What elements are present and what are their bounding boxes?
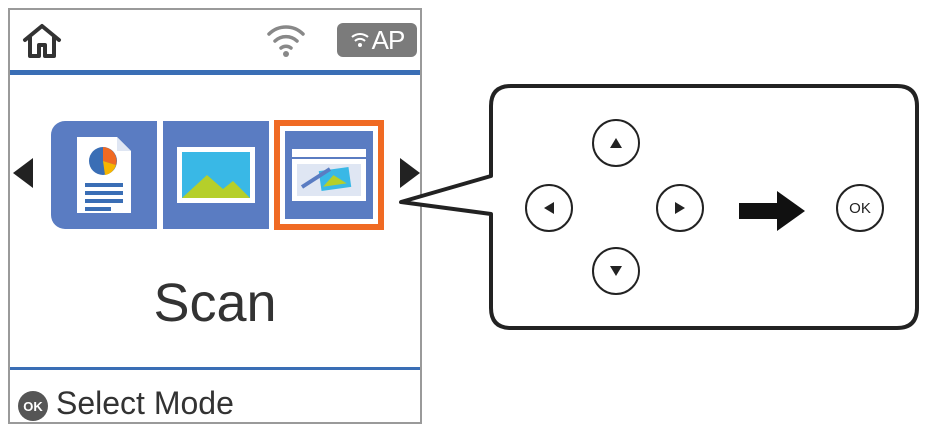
wifi-small-icon <box>350 33 369 47</box>
left-arrow-button[interactable] <box>525 184 573 232</box>
ok-button-label: OK <box>849 199 871 217</box>
ap-label: AP <box>371 24 406 55</box>
scanner-icon <box>292 149 366 201</box>
photo-landscape-icon <box>177 147 255 203</box>
copy-document-chart-icon <box>77 137 131 213</box>
carousel-left-arrow-icon[interactable] <box>13 158 33 188</box>
status-bar: AP <box>10 10 420 70</box>
then-arrow-icon <box>739 191 805 231</box>
ok-button[interactable]: OK <box>836 184 884 232</box>
up-arrow-icon <box>610 138 622 148</box>
selected-mode-label: Scan <box>153 273 277 333</box>
ok-button-icon: OK <box>18 391 48 421</box>
footer-hint: Select Mode <box>56 385 234 421</box>
home-icon[interactable] <box>22 23 62 64</box>
mode-tile-scan-selected[interactable] <box>274 120 384 230</box>
printer-lcd-panel: AP <box>8 8 422 424</box>
up-arrow-button[interactable] <box>592 119 640 167</box>
mode-tile-photo[interactable] <box>163 121 269 229</box>
down-arrow-icon <box>610 266 622 276</box>
right-arrow-button[interactable] <box>656 184 704 232</box>
left-arrow-icon <box>544 202 554 214</box>
footer-divider <box>10 367 420 370</box>
carousel-right-arrow-icon[interactable] <box>400 158 420 188</box>
mode-tile-copy[interactable] <box>51 121 157 229</box>
access-point-badge: AP <box>337 23 417 57</box>
right-arrow-icon <box>675 202 685 214</box>
down-arrow-button[interactable] <box>592 247 640 295</box>
status-divider <box>10 70 420 75</box>
wifi-icon <box>266 20 306 65</box>
mode-tile-scan[interactable] <box>285 131 373 219</box>
